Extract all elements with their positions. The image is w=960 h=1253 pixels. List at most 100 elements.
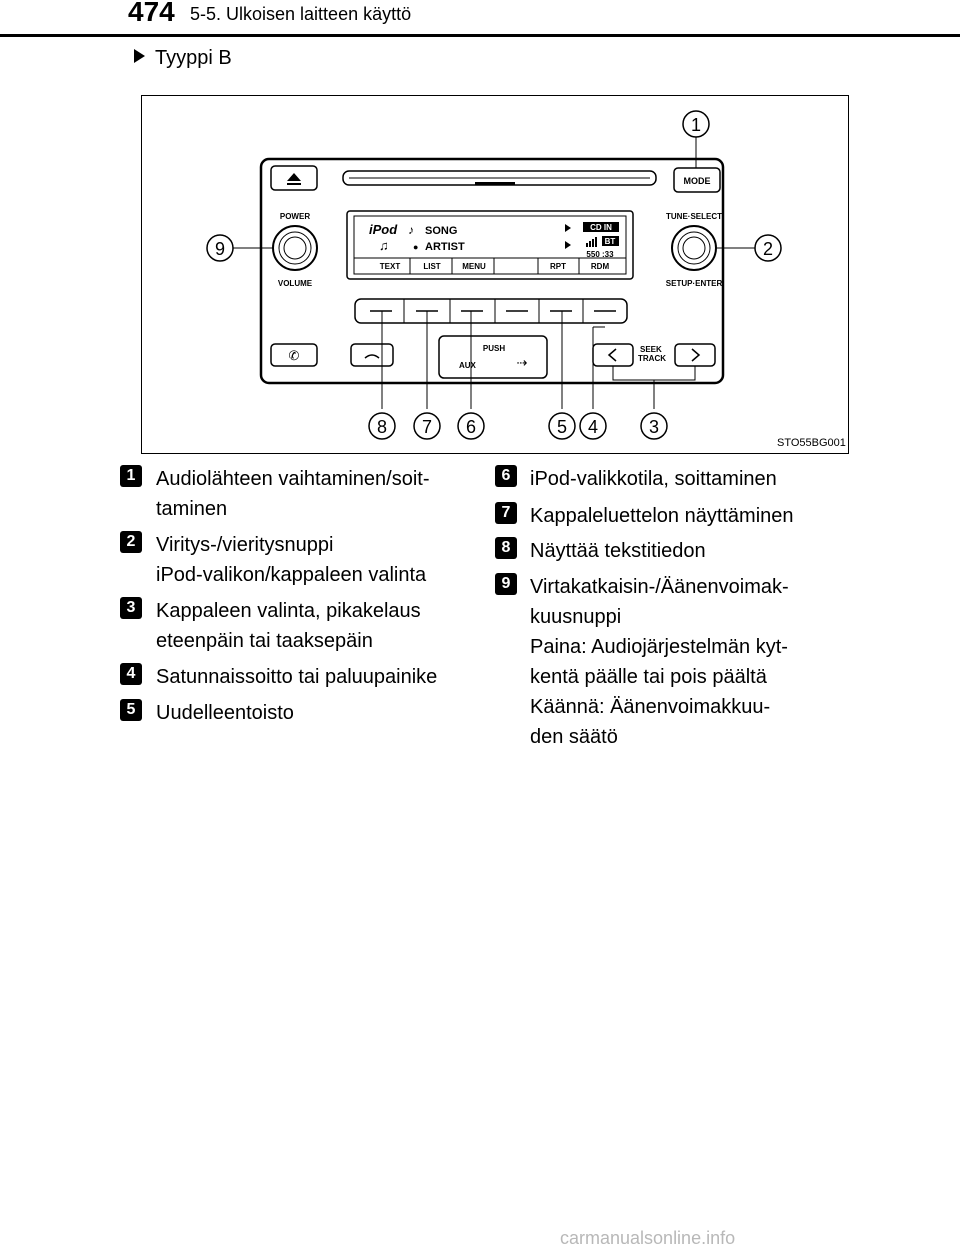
head-unit-outline (259, 157, 725, 385)
header-rule (0, 34, 960, 37)
aux-usb-panel (438, 335, 548, 379)
display-time: 550 :33 (586, 250, 614, 259)
item-number-badge: 4 (120, 663, 142, 685)
subheading-text: Tyyppi B (155, 47, 232, 69)
item-number-badge: 6 (495, 465, 517, 487)
display-song: SONG (425, 225, 457, 237)
softkey-label: LIST (423, 262, 440, 271)
seek-back-button (592, 343, 634, 367)
audio-unit-figure: MODE POWER VOLUME TUNE·SELECT SETUP·ENTE… (141, 95, 849, 454)
item-number-badge: 9 (495, 573, 517, 595)
tune-select-label: TUNE·SELECT (666, 212, 722, 221)
subheading: Tyyppi B (134, 47, 232, 70)
callout-4: 4 (579, 412, 607, 440)
display-artist: ARTIST (425, 241, 465, 253)
mode-button (673, 167, 721, 193)
callout-2: 2 (754, 234, 782, 262)
callout-5: 5 (548, 412, 576, 440)
chevron-left-icon (607, 348, 617, 362)
section-title: 5-5. Ulkoisen laitteen käyttö (190, 4, 412, 24)
item-number-badge: 5 (120, 699, 142, 721)
bt-indicator (602, 236, 619, 246)
tune-select-knob (671, 225, 717, 271)
track-icon: ♫ (379, 238, 389, 253)
hang-up-icon (364, 354, 380, 359)
svg-text:7: 7 (422, 417, 432, 437)
track-label: TRACK (638, 354, 666, 363)
callout-6: 6 (457, 412, 485, 440)
item-text: Käännä: Äänenvoimakkuu- (530, 696, 771, 718)
arrow-right-icon (565, 241, 571, 249)
chevron-right-icon (691, 348, 701, 362)
softkey-label: RPT (550, 262, 566, 271)
artist-icon: ● (413, 242, 418, 252)
item-text: Kappaleluettelon näyttäminen (530, 505, 794, 527)
item-text: Paina: Audiojärjestelmän kyt- (530, 636, 788, 658)
usb-icon: ⇢ (517, 355, 528, 370)
display-screen (353, 215, 627, 275)
triangle-bullet-icon (134, 49, 145, 63)
svg-text:8: 8 (377, 417, 387, 437)
svg-text:6: 6 (466, 417, 476, 437)
item-number-badge: 8 (495, 537, 517, 559)
item-text: Uudelleentoisto (156, 702, 294, 724)
push-label: PUSH (483, 344, 505, 353)
softkey-row (354, 298, 628, 324)
callout-9: 9 (206, 234, 234, 262)
callout-8: 8 (368, 412, 396, 440)
setup-enter-label: SETUP·ENTER (666, 279, 723, 288)
item-text: Viritys-/vieritysnuppi (156, 534, 334, 556)
hang-up-button (350, 343, 394, 367)
item-text: iPod-valikkotila, soittaminen (530, 468, 777, 490)
svg-text:4: 4 (588, 417, 598, 437)
item-text: Satunnaissoitto tai paluupainike (156, 666, 438, 688)
display-source: iPod (369, 222, 398, 237)
callout-1: 1 (682, 110, 710, 138)
item-text: kuusnuppi (530, 606, 622, 628)
footer-watermark: carmanualsonline.info (560, 1228, 736, 1248)
page-number: 474 (128, 0, 175, 27)
item-text: Audiolähteen vaihtaminen/soit- (156, 468, 430, 490)
cd-in-indicator (583, 222, 619, 232)
audio-unit-drawing: MODE POWER VOLUME TUNE·SELECT SETUP·ENTE… (206, 110, 782, 440)
svg-text:2: 2 (763, 239, 773, 259)
seek-label: SEEK (640, 345, 662, 354)
item-text: Kappaleen valinta, pikakelaus (156, 600, 421, 622)
mode-label: MODE (684, 176, 711, 186)
bt-label: BT (605, 237, 616, 246)
svg-text:3: 3 (649, 417, 659, 437)
item-text: eteenpäin tai taaksepäin (156, 630, 373, 652)
signal-icon (586, 237, 597, 247)
item-text: den säätö (530, 726, 618, 748)
item-text: iPod-valikon/kappaleen valinta (156, 564, 427, 586)
svg-text:5: 5 (557, 417, 567, 437)
item-text: kentä päälle tai pois päältä (530, 666, 767, 688)
item-text: Virtakatkaisin-/Äänenvoimak- (530, 576, 789, 598)
figure-code: STO55BG001 (777, 437, 846, 449)
item-text: taminen (156, 498, 228, 520)
callout-3: 3 (640, 412, 668, 440)
softkey-label: MENU (462, 262, 486, 271)
eject-button (270, 165, 318, 191)
item-number-badge: 2 (120, 531, 142, 553)
softkey-label: RDM (591, 262, 610, 271)
seek-forward-button (674, 343, 716, 367)
power-label: POWER (280, 212, 310, 221)
eject-icon (287, 173, 301, 185)
item-number-badge: 7 (495, 502, 517, 524)
arrow-right-icon (565, 224, 571, 232)
power-volume-knob (272, 225, 318, 271)
softkey-label: TEXT (380, 262, 401, 271)
phone-button (270, 343, 318, 367)
callout-7: 7 (413, 412, 441, 440)
phone-icon: ✆ (289, 348, 300, 363)
note-icon: ♪ (408, 223, 414, 237)
item-number-badge: 3 (120, 597, 142, 619)
svg-text:9: 9 (215, 239, 225, 259)
item-text: Näyttää tekstitiedon (530, 540, 706, 562)
volume-label: VOLUME (278, 279, 313, 288)
cd-in-label: CD IN (590, 223, 612, 232)
svg-text:1: 1 (691, 115, 701, 135)
display-frame (346, 210, 634, 280)
item-number-badge: 1 (120, 465, 142, 487)
